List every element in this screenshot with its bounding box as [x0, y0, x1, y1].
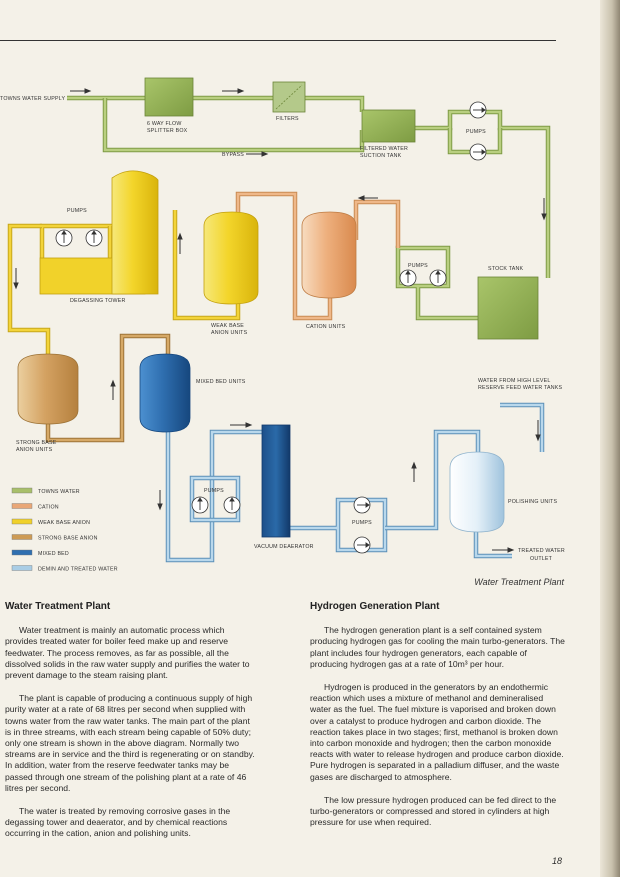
label-bypass: BYPASS	[222, 152, 244, 158]
label-cation-units: CATION UNITS	[306, 324, 346, 330]
page-number: 18	[552, 856, 563, 866]
mixed-bed-unit	[139, 353, 191, 433]
label-splitter-box-2: SPLITTER BOX	[147, 128, 188, 134]
legend-label-0: TOWNS WATER	[38, 489, 80, 495]
left-paragraph-2: The plant is capable of producing a cont…	[5, 693, 255, 793]
label-filters: FILTERS	[276, 116, 299, 122]
label-strong-base-1: STRONG BASE	[16, 440, 57, 446]
legend-swatch-5	[11, 565, 33, 571]
label-polishing-units: POLISHING UNITS	[508, 499, 557, 505]
pump-arrow-glyphs	[61, 107, 486, 548]
right-heading: Hydrogen Generation Plant	[310, 601, 440, 612]
left-column: Water Treatment Plant Water treatment is…	[5, 601, 255, 852]
left-paragraph-3: The water is treated by removing corrosi…	[5, 806, 231, 839]
filtered-water-suction-tank	[361, 109, 416, 143]
weak-base-pipes	[7, 210, 241, 356]
label-pumps-upper: PUMPS	[466, 129, 486, 135]
degassing-tower	[39, 170, 159, 295]
label-reserve-2: RESERVE FEED WATER TANKS	[478, 385, 563, 391]
right-column: Hydrogen Generation Plant The hydrogen g…	[310, 601, 565, 840]
legend-swatch-3	[11, 534, 33, 540]
left-paragraph-1: Water treatment is mainly an automatic p…	[5, 625, 250, 681]
label-pumps-demin: PUMPS	[204, 488, 224, 494]
label-treated-1: TREATED WATER	[518, 548, 565, 554]
label-mixed-bed-units: MIXED BED UNITS	[196, 379, 246, 385]
label-weak-base-1: WEAK BASE	[211, 323, 244, 329]
legend: TOWNS WATER CATION WEAK BASE ANION STRONG B…	[11, 487, 118, 572]
legend-label-3: STRONG BASE ANION	[38, 535, 98, 541]
legend-swatch-0	[11, 487, 33, 494]
label-pumps-degassing: PUMPS	[67, 208, 87, 214]
legend-label-1: CATION	[38, 504, 59, 510]
label-vacuum-deaerator: VACUUM DEAERATOR	[254, 544, 314, 550]
legend-label-5: DEMIN AND TREATED WATER	[38, 566, 118, 572]
label-treated-2: OUTLET	[530, 556, 553, 562]
stock-tank	[477, 276, 539, 340]
legend-label-2: WEAK BASE ANION	[38, 520, 90, 526]
strong-base-pipes	[45, 333, 171, 443]
water-treatment-diagram: TOWNS WATER SUPPLY 6 WAY FLOW SPLITTER B…	[0, 77, 565, 572]
label-stock-tank: STOCK TANK	[488, 266, 524, 272]
diagram-caption: Water Treatment Plant	[474, 577, 564, 587]
strong-base-anion-unit	[17, 353, 79, 425]
stock-to-cation-pipes	[235, 191, 478, 321]
right-paragraph-1: The hydrogen generation plant is a self …	[310, 625, 565, 669]
cation-unit	[301, 211, 357, 299]
flow-arrows	[13, 88, 547, 553]
label-strong-base-2: ANION UNITS	[16, 447, 53, 453]
right-paragraph-3: The low pressure hydrogen produced can b…	[310, 794, 557, 828]
label-pumps-cation: PUMPS	[408, 263, 428, 269]
splitter-box	[144, 77, 194, 117]
label-filtered-tank-1: FILTERED WATER	[360, 146, 408, 152]
label-reserve-1: WATER FROM HIGH LEVEL	[478, 378, 550, 384]
weak-base-anion-unit	[203, 211, 259, 305]
label-splitter-box-1: 6 WAY FLOW	[147, 121, 182, 127]
filters	[272, 81, 306, 113]
label-pumps-deaerator: PUMPS	[352, 520, 372, 526]
left-heading: Water Treatment Plant	[5, 601, 111, 612]
polishing-unit	[449, 451, 505, 533]
label-towns-water-supply: TOWNS WATER SUPPLY	[0, 96, 65, 102]
book-spine-shadow	[600, 0, 620, 877]
legend-swatch-1	[11, 503, 33, 509]
right-paragraph-2: Hydrogen is produced in the generators b…	[310, 682, 564, 782]
label-degassing-tower: DEGASSING TOWER	[70, 298, 126, 304]
top-rule	[0, 40, 556, 41]
label-filtered-tank-2: SUCTION TANK	[360, 153, 402, 159]
label-weak-base-2: ANION UNITS	[211, 330, 248, 336]
legend-swatch-2	[11, 518, 33, 525]
diagram-labels: TOWNS WATER SUPPLY 6 WAY FLOW SPLITTER B…	[0, 96, 565, 562]
legend-label-4: MIXED BED	[38, 551, 69, 557]
vacuum-deaerator	[261, 424, 291, 538]
legend-swatch-4	[11, 549, 33, 556]
